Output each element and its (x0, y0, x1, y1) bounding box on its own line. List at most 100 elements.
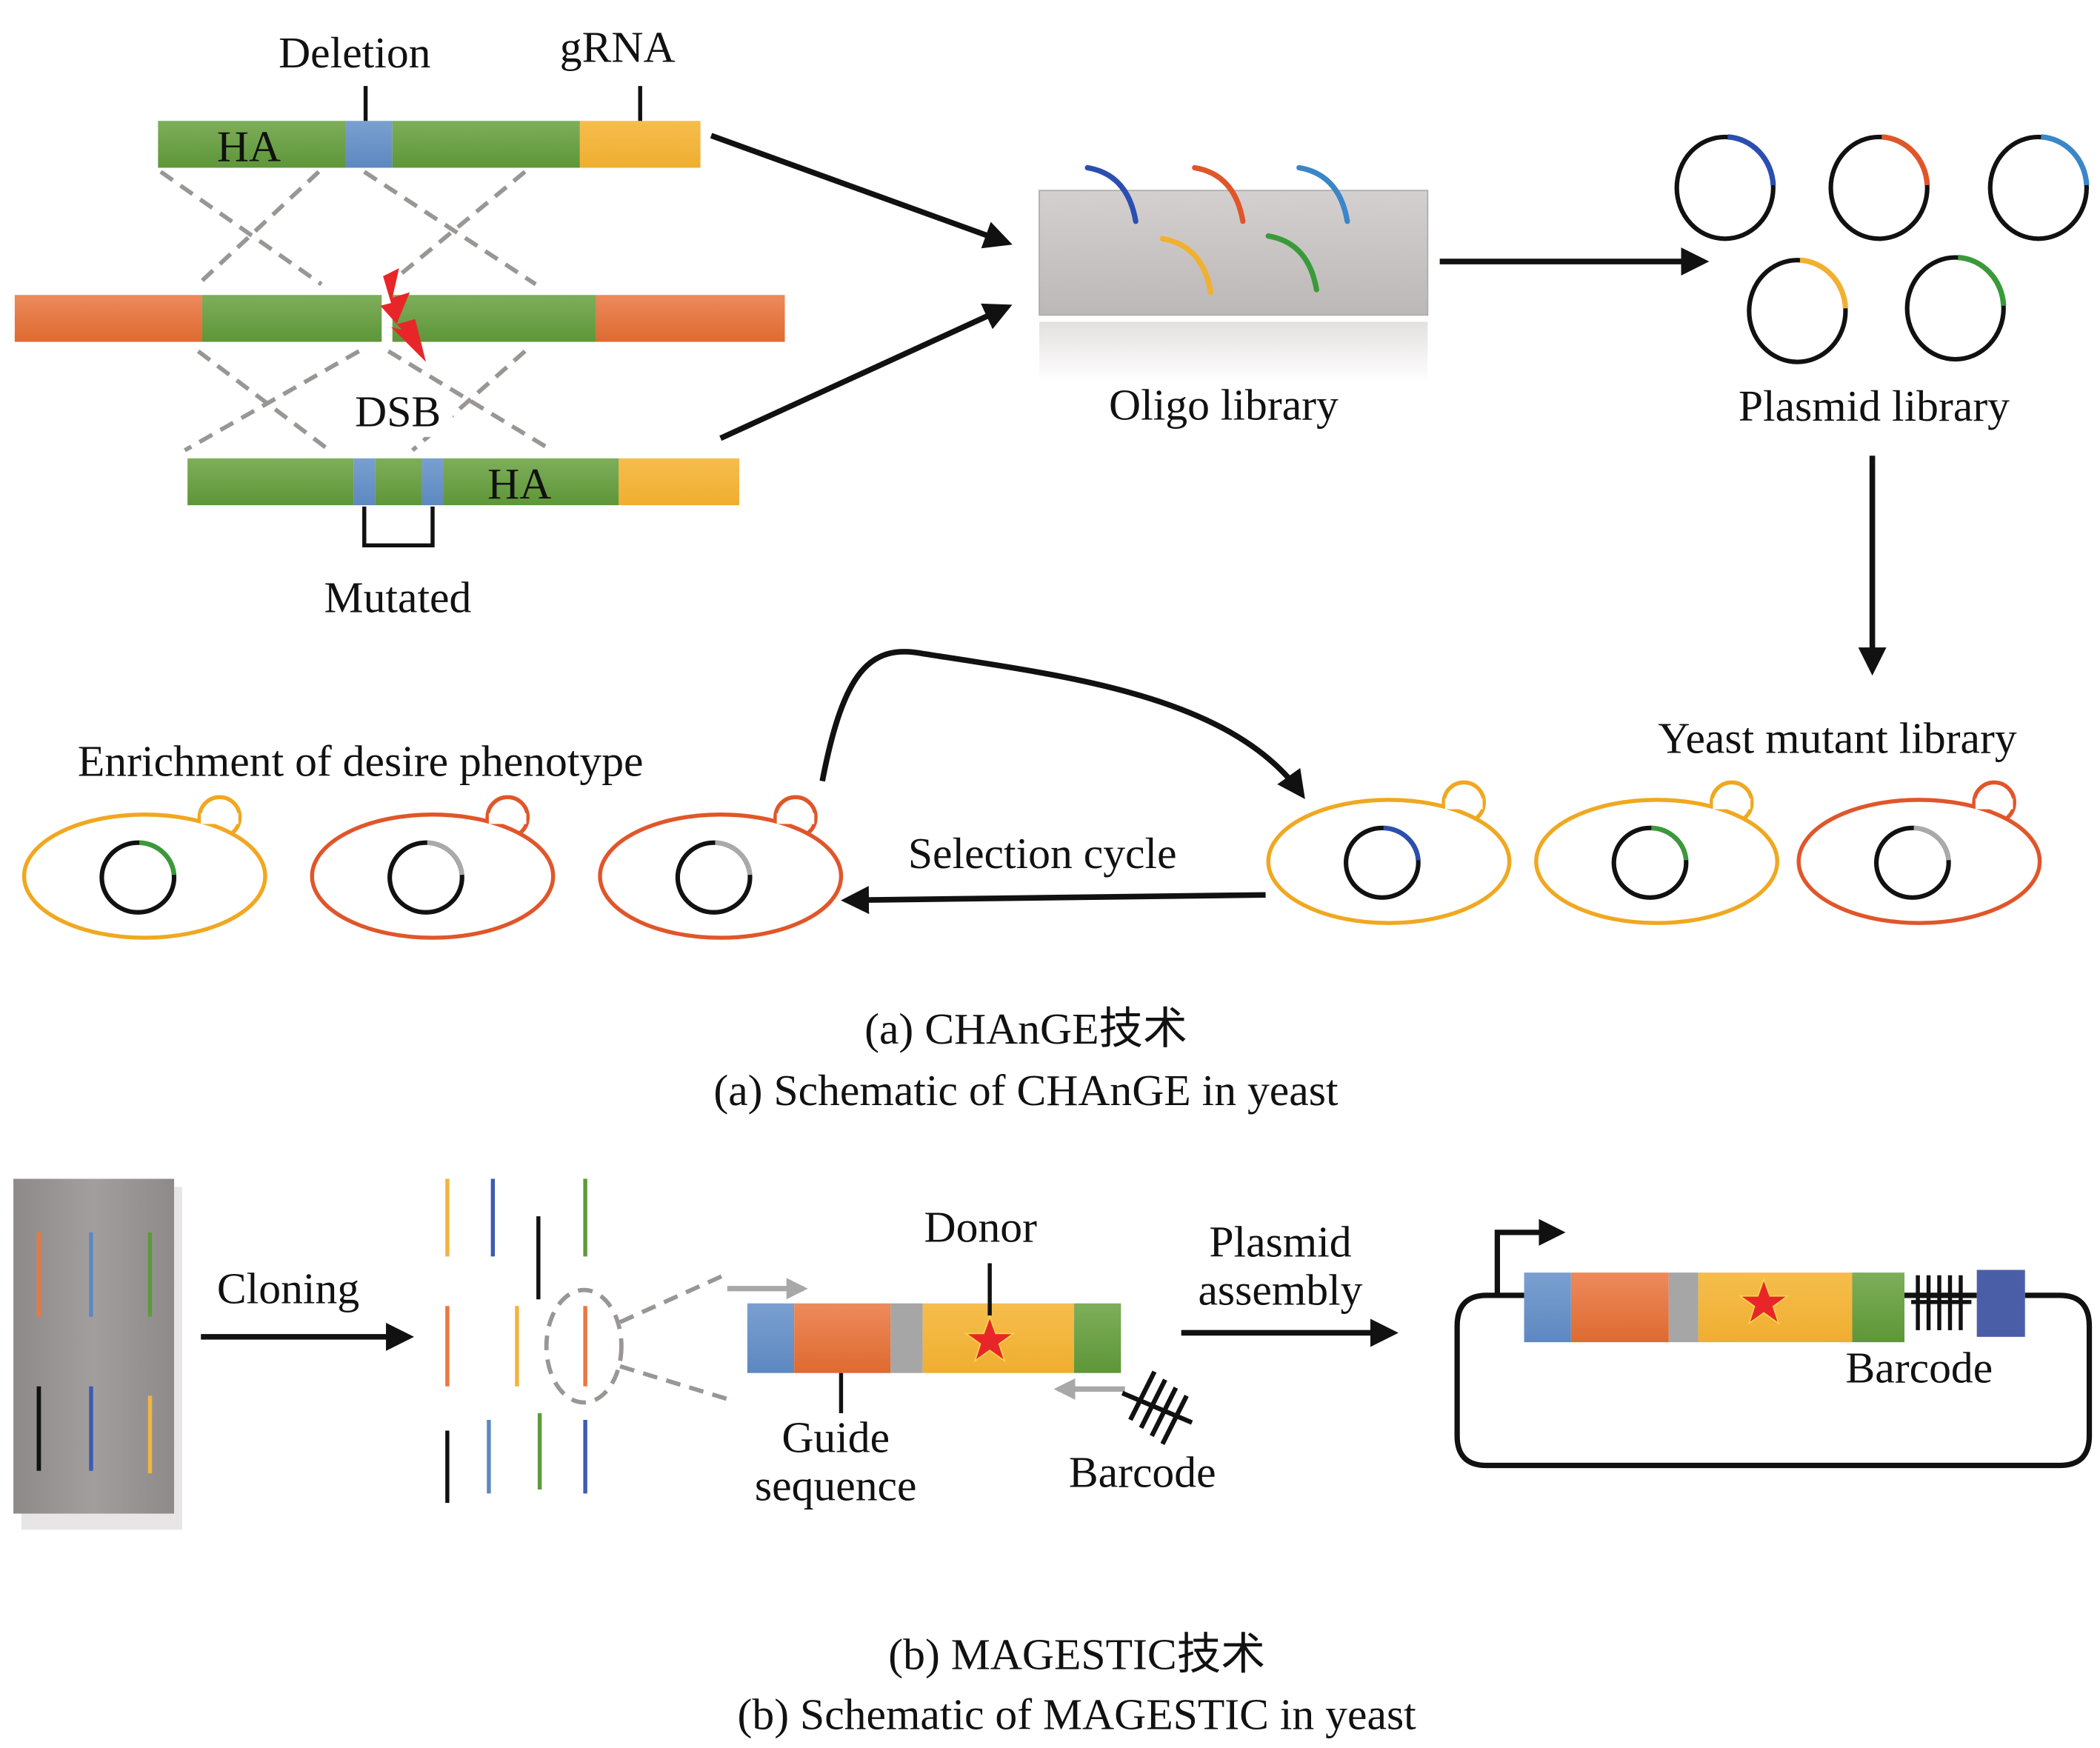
plasmid-insert (1958, 255, 2007, 306)
ha-label-top: HA (217, 121, 281, 170)
caption-b-cn: (b) MAGESTIC技术 (888, 1629, 1265, 1678)
homology-arm-segment (392, 121, 580, 168)
genome-dna: DSB (14, 268, 785, 437)
plasmid-assembly-label-line1: Plasmid (1209, 1217, 1351, 1266)
cell-membrane (21, 813, 267, 940)
yeast-cell (1796, 780, 2042, 925)
oligo-strand (1296, 164, 1350, 224)
dsb-label-bg (345, 396, 453, 437)
oligo-chip-reflection (1039, 321, 1428, 382)
oligo-library-label: Oligo library (1109, 380, 1339, 429)
donor-dna-top: HA Deletion gRNA (158, 23, 701, 170)
yeast-cell (598, 795, 844, 940)
oligo-library: Oligo library (1039, 164, 1429, 429)
caption-a-cn: (a) CHAnGE技术 (864, 1004, 1187, 1053)
plasmid-backbone (1454, 1292, 2093, 1469)
oligo-chip (1039, 190, 1429, 316)
guide-label-line2: sequence (755, 1461, 917, 1510)
dsb-lightning-icon (380, 268, 426, 362)
yeast-cell (21, 795, 267, 940)
dsb-label: DSB (355, 387, 441, 436)
plasmid-insert (1799, 257, 1849, 309)
plasmid-library-label: Plasmid library (1739, 381, 2010, 430)
grna-segment (579, 121, 701, 168)
barcode-icon (1911, 1275, 1972, 1330)
selection-cycle-label: Selection cycle (908, 829, 1177, 878)
cell-plasmid (1873, 825, 1951, 900)
flanking-segment (14, 295, 203, 342)
selection-arrow (841, 886, 1266, 915)
homology-arm-segment (187, 458, 354, 506)
mutation-star-icon (964, 1315, 1016, 1363)
cell-membrane (310, 813, 556, 940)
panel-a: HA Deletion gRNA DSB (14, 23, 2090, 1115)
plasmid-insert (2041, 134, 2090, 186)
plasmid (1987, 134, 2090, 241)
oligo-construct: Donor Guide sequence Barcode (727, 1203, 1216, 1510)
assembled-plasmid: Barcode (1454, 1218, 2093, 1469)
oligo-strand (1084, 164, 1139, 224)
homology-arm-segment (158, 121, 346, 168)
donor-dna-bottom: HA Mutated (187, 458, 740, 622)
homology-arm-segment (375, 458, 422, 506)
enrichment-label: Enrichment of desire phenotype (78, 736, 644, 785)
arrow-to-oligo-top (710, 133, 1013, 249)
homology-arm-segment (443, 458, 619, 506)
cycle-arrow-curved (819, 649, 1305, 799)
cell-membrane (598, 813, 844, 940)
plasmid (1674, 134, 1776, 241)
zoom-circle (544, 1287, 624, 1405)
plasmid-insert (1383, 825, 1421, 861)
plasmid-insert (1727, 134, 1776, 186)
yeast-cell (310, 795, 556, 940)
yeast-cells (21, 780, 2042, 940)
cell-membrane (1534, 798, 1779, 925)
grna-segment (619, 458, 740, 506)
plasmid-insert (1881, 134, 1930, 186)
caption-b-en: (b) Schematic of MAGESTIC in yeast (738, 1690, 1417, 1739)
oligo-strand (1159, 236, 1214, 296)
cell-plasmid (675, 840, 753, 915)
grna-label: gRNA (560, 23, 676, 72)
barcode-hatch-icon (1121, 1370, 1193, 1445)
guide-label-line1: Guide (781, 1412, 890, 1461)
cell-membrane (1796, 798, 2042, 925)
deletion-segment (345, 121, 393, 168)
yeast-mutant-library-label: Yeast mutant library (1658, 714, 2017, 763)
caption-a-en: (a) Schematic of CHAnGE in yeast (713, 1066, 1339, 1115)
crossover-lines (159, 170, 553, 453)
mutation-segment (421, 458, 444, 506)
oligo-strand (1192, 164, 1246, 224)
plasmid-insert (1651, 825, 1689, 861)
cell-membrane (1266, 798, 1512, 925)
yeast-cell (1266, 780, 1512, 925)
cell-plasmid (99, 840, 177, 915)
ha-label-bottom: HA (487, 459, 551, 508)
barcode-label-left: Barcode (1069, 1447, 1216, 1496)
arrow-to-oligo-bottom (719, 303, 1013, 441)
flanking-segment (596, 295, 785, 342)
homology-segment (392, 295, 596, 342)
plasmid (1904, 255, 2007, 362)
plasmid (1828, 134, 1930, 241)
deletion-label: Deletion (279, 28, 430, 77)
oligo-strand (1265, 233, 1319, 293)
plasmid-assembly-label-line2: assembly (1198, 1265, 1362, 1314)
plasmids (1674, 134, 2090, 364)
mutated-label: Mutated (324, 573, 472, 622)
cloned-fragments (445, 1178, 731, 1504)
cell-plasmid (1611, 825, 1689, 900)
plasmid (1747, 257, 1849, 364)
plasmid-insert (427, 840, 464, 875)
oligo-pool-slab (13, 1178, 182, 1530)
panel-b: Cloning (13, 1178, 2093, 1739)
mutated-bracket (362, 506, 435, 548)
plasmid-insert (1913, 825, 1951, 861)
oligo-strands (1084, 164, 1350, 296)
homology-segment (202, 295, 382, 342)
yeast-cell (1534, 780, 1779, 925)
mutation-segment (353, 458, 376, 506)
promoter-arrow-icon (1494, 1218, 1566, 1295)
